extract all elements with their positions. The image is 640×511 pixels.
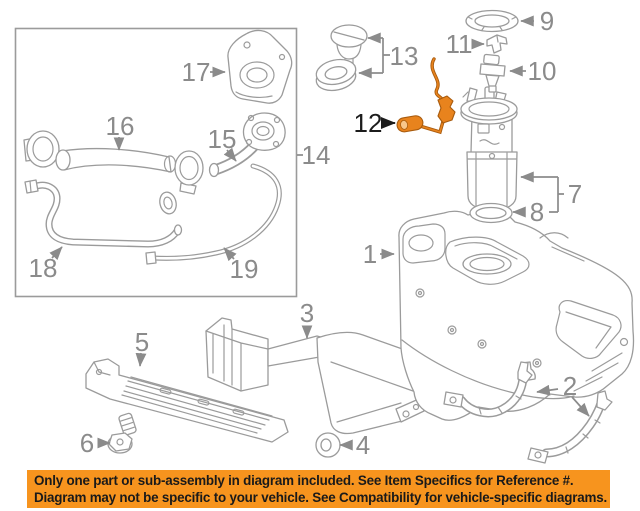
part-18-hose [24, 179, 183, 248]
callout-17-label: 17 [182, 57, 211, 87]
grommet-seal [159, 191, 177, 215]
callout-4-label: 4 [356, 430, 370, 460]
callout-8: 8 [512, 197, 544, 227]
part-11-clip [486, 34, 508, 54]
callout-19-label: 19 [230, 254, 259, 284]
callout-10-label: 10 [528, 56, 557, 86]
callout-18-label: 18 [29, 253, 58, 283]
callout-11: 11 [446, 29, 485, 59]
callout-4: 4 [339, 430, 370, 460]
callout-19: 19 [223, 247, 259, 284]
part-16-filler-hose [23, 130, 204, 195]
callout-11-label: 11 [446, 29, 473, 59]
callout-8-label: 8 [530, 197, 544, 227]
callout-13-label: 13 [390, 41, 419, 71]
callout-3-label: 3 [300, 298, 314, 328]
callout-5-label: 5 [135, 327, 149, 357]
callout-15: 15 [208, 124, 237, 162]
part-8-seal-ring [469, 202, 513, 224]
callout-2-label: 2 [563, 371, 577, 401]
callout-18: 18 [29, 246, 63, 283]
callout-10: 10 [509, 56, 557, 86]
part-6-bolt [107, 412, 137, 454]
part-10-sensor [479, 53, 506, 93]
part-13-caps [315, 24, 368, 92]
disclaimer-line-1: Only one part or sub-assembly in diagram… [34, 473, 574, 488]
callout-5: 5 [135, 327, 149, 367]
disclaimer-banner: Only one part or sub-assembly in diagram… [27, 470, 610, 508]
part-19-vent-pipe [145, 163, 282, 265]
callout-1-label: 1 [363, 239, 377, 269]
part-1-fuel-tank [398, 209, 635, 421]
part-7-fuel-pump-module [460, 86, 518, 210]
callout-14-label: 14 [302, 140, 331, 170]
callout-6-label: 6 [80, 428, 94, 458]
callout-9-label: 9 [540, 6, 554, 36]
part-12-fuel-level-sender [396, 57, 456, 135]
callout-2: 2 [536, 371, 590, 417]
callout-13: 13 [358, 32, 419, 79]
callout-1: 1 [363, 239, 395, 269]
callout-16: 16 [106, 111, 135, 151]
disclaimer-line-2: Diagram may not be specific to your vehi… [34, 490, 608, 505]
part-5-skid-plate [85, 358, 289, 443]
callout-16-label: 16 [106, 111, 135, 141]
part-3-shield [205, 317, 425, 435]
callouts: 17 16 15 14 18 19 13 9 [29, 6, 590, 460]
callout-9: 9 [520, 6, 554, 36]
callout-7: 7 [520, 171, 582, 213]
callout-7-label: 7 [568, 179, 582, 209]
callout-12-label: 12 [354, 108, 383, 138]
parts-diagram: 17 16 15 14 18 19 13 9 [14, 6, 635, 464]
part-2-straps [443, 361, 613, 464]
callout-15-label: 15 [208, 124, 237, 154]
part-9-lock-ring [465, 9, 519, 33]
part-4-grommet [315, 432, 341, 458]
callout-12-highlighted: 12 [354, 108, 396, 138]
part-17-filler-neck-shield [227, 29, 293, 104]
callout-6: 6 [80, 428, 111, 458]
callout-14: 14 [297, 140, 330, 170]
callout-17: 17 [182, 57, 226, 87]
callout-3: 3 [300, 298, 314, 339]
